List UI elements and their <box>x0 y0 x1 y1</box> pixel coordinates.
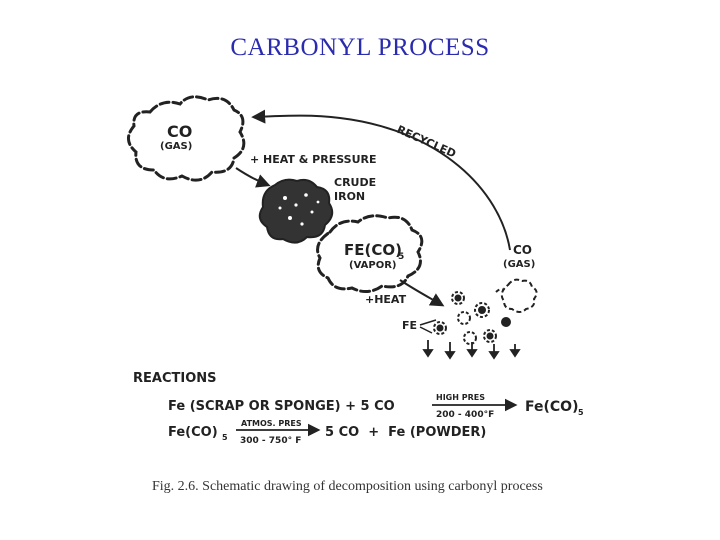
fe-label: FE <box>402 319 417 332</box>
fe-pointer-lines <box>419 319 437 334</box>
eq1-above-arrow: HIGH PRES <box>436 393 485 402</box>
falling-iron-powder <box>422 340 521 360</box>
vapor-to-heat-arrow <box>399 279 445 307</box>
decomposition-particles <box>433 291 511 345</box>
reactions-heading: REACTIONS <box>133 371 217 386</box>
eq1-below-arrow: 200 - 400°F <box>436 410 494 420</box>
eq2-below-arrow: 300 - 750° F <box>240 436 301 446</box>
co-gas-cloud-top: CO (GAS) <box>127 95 246 182</box>
heat-pressure-label: + HEAT & PRESSURE <box>250 153 377 166</box>
figure-caption: Fig. 2.6. Schematic drawing of decomposi… <box>152 479 543 494</box>
plus-heat-label: +HEAT <box>365 293 407 306</box>
co-gas-right-state: (GAS) <box>503 259 535 270</box>
co-gas-top-formula: CO <box>167 122 192 141</box>
heat-pressure-arrow <box>235 167 271 188</box>
fe-co5-formula: FE(CO) <box>344 241 402 259</box>
eq2-right: 5 CO + Fe (POWDER) <box>325 425 486 440</box>
crude-iron-blob: CRUDE IRON <box>258 176 376 244</box>
eq1-right-subscript: 5 <box>578 408 584 417</box>
crude-iron-line2: IRON <box>334 190 365 203</box>
co-gas-cloud-right: CO (GAS) <box>495 243 538 313</box>
slide-title: CARBONYL PROCESS <box>230 34 490 61</box>
eq2-left-subscript: 5 <box>222 433 228 442</box>
fe-co5-vapor-cloud: FE(CO) 5 (VAPOR) <box>316 214 424 293</box>
fe-co5-state: (VAPOR) <box>349 260 396 271</box>
co-gas-right-formula: CO <box>513 243 532 257</box>
eq2-above-arrow: ATMOS. PRES <box>241 419 302 428</box>
reactions-block: REACTIONS Fe (SCRAP OR SPONGE) + 5 CO HI… <box>133 371 584 446</box>
co-gas-top-state: (GAS) <box>160 141 192 152</box>
fe-co5-subscript: 5 <box>398 252 404 262</box>
eq2-left: Fe(CO) <box>168 425 218 440</box>
recycled-label: RECYCLED <box>395 123 458 161</box>
eq1-right: Fe(CO) <box>525 399 578 415</box>
recycle-arc-arrow <box>251 109 511 251</box>
eq1-left: Fe (SCRAP OR SPONGE) + 5 CO <box>168 399 395 414</box>
crude-iron-line1: CRUDE <box>334 176 376 189</box>
